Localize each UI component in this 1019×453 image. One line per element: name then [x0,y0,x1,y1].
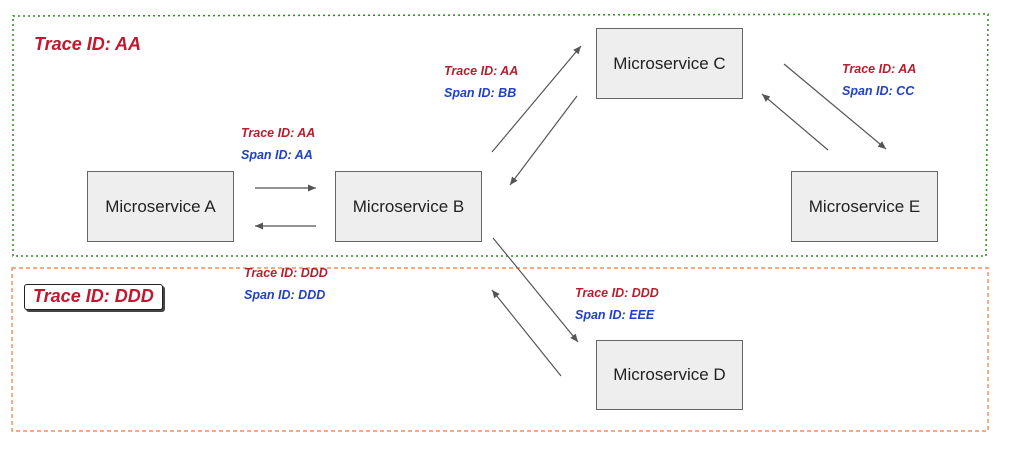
trace-id-text: Trace ID: AA [241,126,316,140]
trace-id-text: Trace ID: AA [444,64,519,78]
span-id-text: Span ID: EEE [575,308,655,322]
span-id-text: Span ID: CC [842,84,915,98]
arrow-b-to-c [491,45,582,153]
label-a-b-aa: Trace ID: AA Span ID: AA [241,122,315,166]
arrow-c-to-e [783,63,887,150]
trace-aa-title: Trace ID: AA [34,34,142,54]
trace-id-text: Trace ID: DDD [244,266,328,280]
label-c-e: Trace ID: AA Span ID: CC [842,58,916,102]
trace-ddd-title: Trace ID: DDD [24,284,163,310]
span-id-text: Span ID: DDD [244,288,326,302]
span-id-text: Span ID: BB [444,86,517,100]
node-microservice-a: Microservice A [87,171,234,242]
arrow-e-to-c [761,93,829,151]
node-microservice-c: Microservice C [596,28,743,99]
node-microservice-d: Microservice D [596,340,743,410]
label-b-c: Trace ID: AA Span ID: BB [444,60,518,104]
node-microservice-e: Microservice E [791,171,938,242]
trace-id-text: Trace ID: AA [842,62,917,76]
arrow-c-to-b [509,95,578,186]
label-a-b-ddd: Trace ID: DDD Span ID: DDD [244,262,328,306]
trace-aa-zone [12,13,989,257]
span-id-text: Span ID: AA [241,148,313,162]
arrow-b-to-d [492,237,579,343]
label-b-d: Trace ID: DDD Span ID: EEE [575,282,659,326]
arrow-d-to-b [491,289,562,377]
trace-id-text: Trace ID: DDD [575,286,659,300]
node-microservice-b: Microservice B [335,171,482,242]
